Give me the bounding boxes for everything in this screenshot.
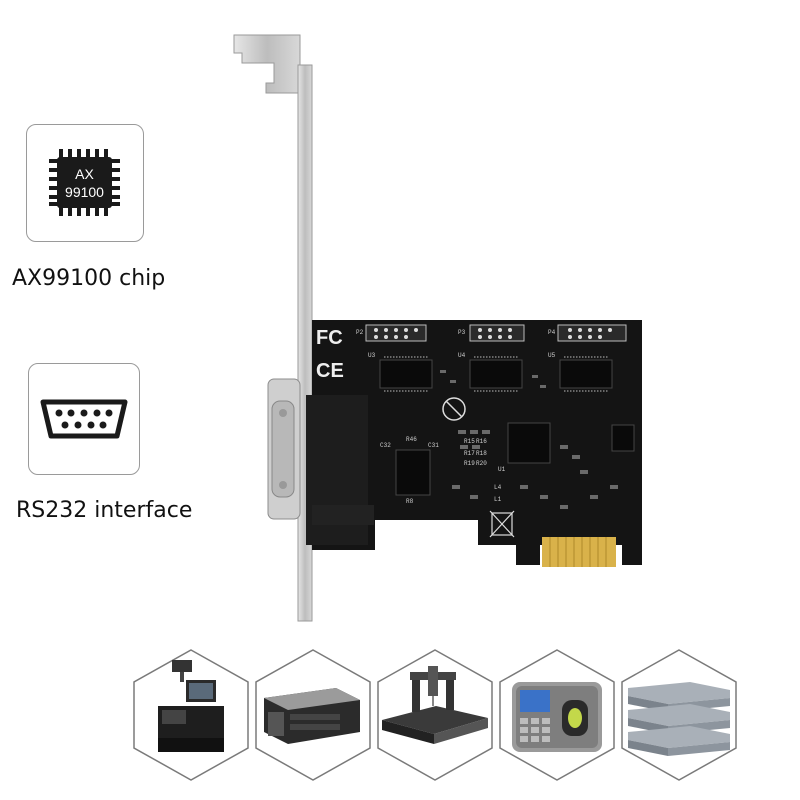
chip-text-line1: AX [75, 166, 94, 182]
silk-r20: R20 [476, 460, 487, 467]
silk-r19: R19 [464, 460, 475, 467]
chip-text-line2: 99100 [65, 184, 104, 200]
rs232-feature-box [28, 363, 140, 475]
silk-u5: U5 [548, 352, 556, 359]
chip-feature-box: AX 99100 [26, 124, 144, 242]
rs232-label: RS232 interface [16, 498, 193, 523]
application-cnc-machine [377, 649, 493, 781]
application-industrial-computer [255, 649, 371, 781]
db9-connector-icon [40, 399, 128, 439]
silk-r18: R18 [476, 450, 487, 457]
pcb-board [306, 320, 642, 567]
silk-u4: U4 [458, 352, 466, 359]
application-network-switch [621, 649, 737, 781]
chip-icon: AX 99100 [49, 149, 120, 216]
industrial-computer-icon [264, 688, 360, 744]
silk-u3: U3 [368, 352, 376, 359]
silk-p4: P4 [548, 329, 556, 336]
silk-r8: R8 [406, 498, 414, 505]
silk-r16: R16 [476, 438, 487, 445]
silk-c32: C32 [380, 442, 391, 449]
silk-r15: R15 [464, 438, 475, 445]
network-switch-icon [628, 682, 730, 756]
silk-r46: R46 [406, 436, 417, 443]
silk-c31: C31 [428, 442, 439, 449]
silk-u1: U1 [498, 466, 506, 473]
application-pos-terminal [133, 649, 249, 781]
silk-p3: P3 [458, 329, 466, 336]
silk-r17: R17 [464, 450, 475, 457]
metal-bracket [233, 34, 313, 622]
pos-terminal-icon [158, 660, 224, 752]
cnc-machine-icon [382, 666, 488, 744]
chip-label: AX99100 chip [12, 266, 166, 291]
fcc-mark: FC [316, 327, 343, 349]
silk-l4: L4 [494, 484, 502, 491]
silk-p2: P2 [356, 329, 364, 336]
silk-l1: L1 [494, 496, 502, 503]
db9-port [267, 378, 301, 520]
application-time-attendance [499, 649, 615, 781]
ce-mark: CE [316, 360, 344, 382]
time-attendance-icon [512, 682, 602, 752]
pcie-serial-card-photo: FC CE P2 P3 P4 U3 U4 U5 U1 R46 C32 C31 R… [233, 34, 642, 622]
